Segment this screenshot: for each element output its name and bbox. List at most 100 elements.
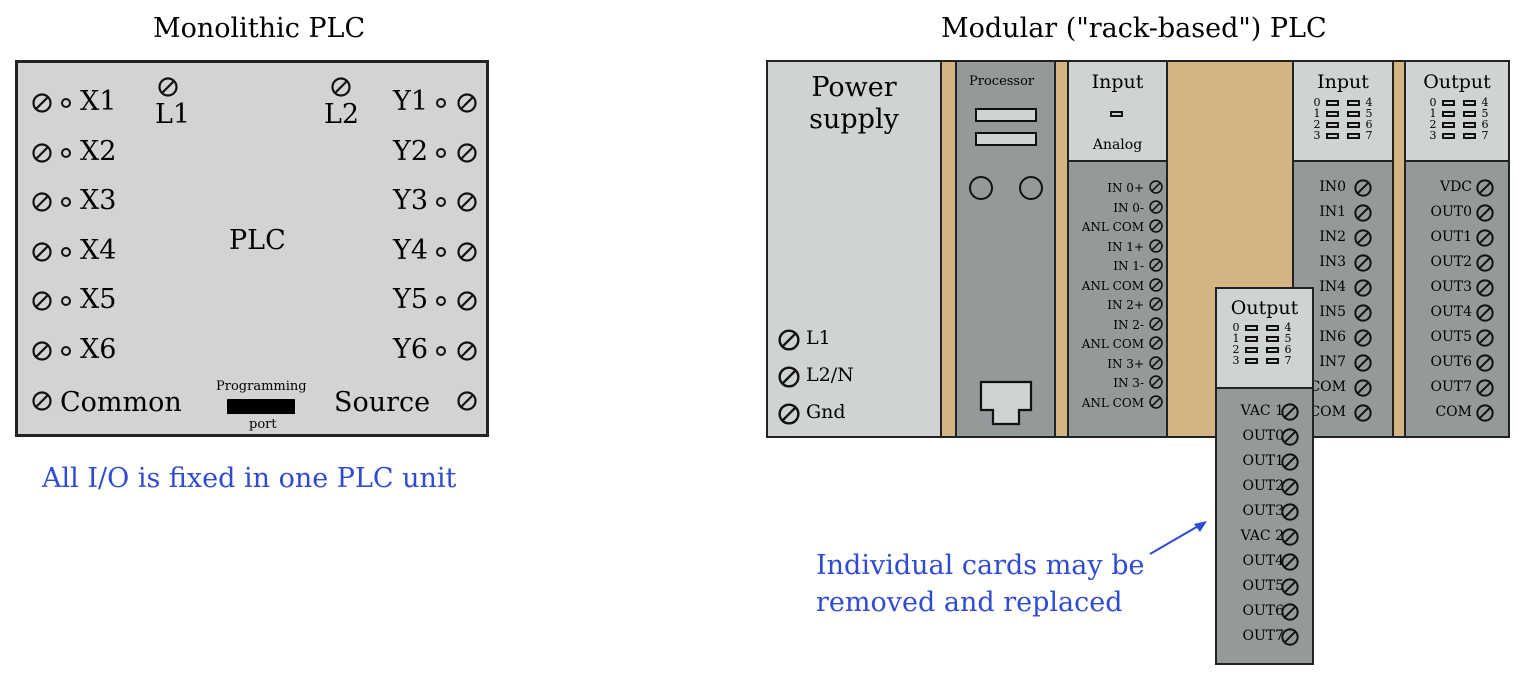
rack-caption-line2: removed and replaced — [816, 587, 1123, 618]
processor-indicator-1 — [969, 176, 993, 200]
terminal-label: OUT6 — [1430, 354, 1472, 370]
port-label: port — [249, 417, 277, 432]
led-number: 1 — [1313, 107, 1321, 120]
terminal-label: IN5 — [1319, 304, 1346, 320]
terminal-label: IN 2+ — [1107, 298, 1144, 312]
terminal-label: IN1 — [1319, 204, 1346, 220]
terminal-screw-icon — [1354, 279, 1372, 297]
led-number: 1 — [1429, 107, 1437, 120]
source-screw-icon — [457, 391, 477, 411]
terminal-screw-icon — [1149, 258, 1163, 272]
l2-label: L2 — [324, 99, 360, 130]
ps-terminal-label: Gnd — [806, 401, 846, 423]
terminal-label: IN7 — [1319, 354, 1346, 370]
source-label: Source — [334, 387, 431, 418]
terminal-label: OUT2 — [1430, 254, 1472, 270]
status-led — [1463, 99, 1476, 106]
input-screw-icon — [32, 242, 52, 262]
terminal-label: IN 0- — [1113, 200, 1144, 215]
analog-status-led — [1110, 111, 1123, 117]
output-led — [436, 197, 446, 208]
processor-indicator-2 — [1019, 176, 1043, 200]
input-led — [61, 147, 71, 158]
terminal-screw-icon — [1281, 628, 1299, 646]
terminal-label: OUT5 — [1430, 329, 1472, 345]
status-led — [1326, 132, 1339, 139]
input-screw-icon — [32, 93, 52, 113]
terminal-screw-icon — [1354, 379, 1372, 397]
terminal-screw-icon — [1476, 404, 1494, 422]
terminal-screw-icon — [1149, 200, 1163, 214]
terminal-screw-icon — [1281, 403, 1299, 421]
output-led — [436, 246, 446, 257]
terminal-screw-icon — [1354, 354, 1372, 372]
status-led — [1463, 121, 1476, 128]
input-screw-icon — [32, 143, 52, 163]
output-screw-icon — [457, 291, 477, 311]
led-number: 6 — [1284, 343, 1292, 356]
terminal-screw-icon — [1476, 229, 1494, 247]
common-screw-icon — [32, 391, 52, 411]
output-label-y1: Y1 — [393, 86, 429, 117]
input-screw-icon — [32, 192, 52, 212]
programming-port[interactable] — [227, 399, 295, 414]
processor-module[interactable]: Processor — [955, 60, 1056, 438]
terminal-label: IN 1+ — [1107, 239, 1144, 254]
mono-title: Monolithic PLC — [153, 13, 366, 44]
led-number: 5 — [1365, 107, 1373, 120]
processor-label: Processor — [969, 74, 1035, 89]
status-led — [1266, 335, 1279, 342]
output-led — [436, 147, 446, 158]
status-led — [1245, 335, 1258, 342]
terminal-screw-icon — [1476, 304, 1494, 322]
output-label-y5: Y5 — [393, 284, 429, 316]
terminal-label: OUT4 — [1242, 553, 1284, 569]
ethernet-port-icon[interactable] — [979, 380, 1033, 426]
terminal-label: IN6 — [1319, 329, 1346, 345]
l2-screw-icon — [331, 77, 351, 97]
led-number: 6 — [1365, 118, 1373, 131]
status-led — [1245, 324, 1258, 331]
status-led — [1347, 99, 1360, 106]
dc-output-title: Output — [1423, 71, 1491, 93]
status-led — [1347, 132, 1360, 139]
led-number: 0 — [1429, 96, 1437, 109]
status-led — [1266, 357, 1279, 364]
led-number: 7 — [1284, 354, 1292, 367]
led-number: 5 — [1284, 332, 1292, 345]
terminal-screw-icon — [1281, 578, 1299, 596]
ps-screw-icon — [778, 366, 800, 388]
led-number: 4 — [1284, 321, 1292, 334]
led-number: 2 — [1232, 343, 1240, 356]
terminal-screw-icon — [1149, 317, 1163, 331]
terminal-label: IN 1- — [1113, 259, 1144, 273]
ps-terminal-label: L1 — [806, 327, 831, 349]
input-label-x6: X6 — [80, 334, 117, 365]
status-led — [1326, 121, 1339, 128]
terminal-screw-icon — [1476, 279, 1494, 297]
terminal-screw-icon — [1149, 356, 1163, 370]
terminal-screw-icon — [1354, 304, 1372, 322]
rack-caption-line1: Individual cards may be — [816, 550, 1145, 581]
removed-card-title: Output — [1230, 297, 1299, 319]
terminal-label: ANL COM — [1081, 220, 1144, 234]
status-led — [1266, 346, 1279, 353]
terminal-label: IN3 — [1319, 254, 1346, 270]
input-label-x1: X1 — [80, 86, 117, 117]
input-screw-icon — [32, 341, 52, 361]
terminal-screw-icon — [1149, 336, 1163, 350]
led-number: 1 — [1232, 332, 1240, 345]
terminal-screw-icon — [1149, 180, 1163, 194]
monolithic-plc: L1 L2 PLC Common Source Programming port… — [15, 60, 489, 437]
